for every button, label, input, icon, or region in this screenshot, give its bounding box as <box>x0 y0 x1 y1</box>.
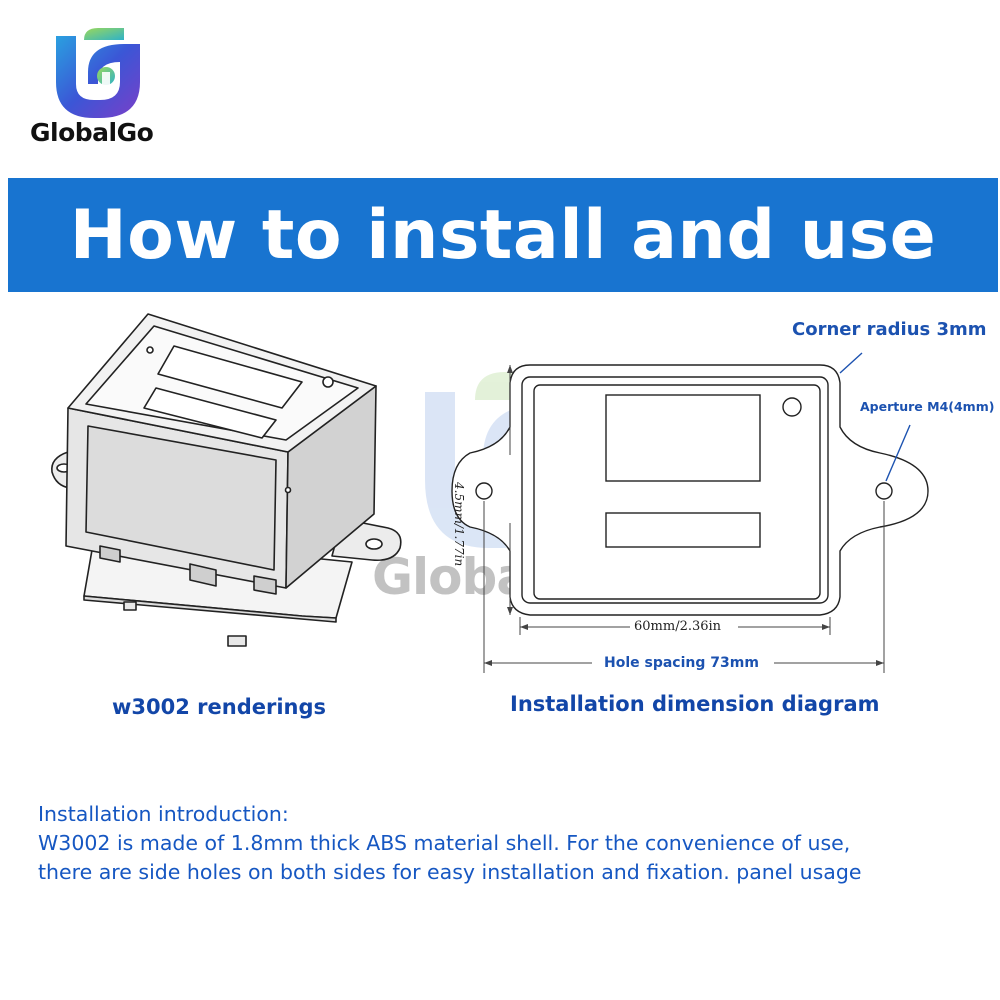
height-dimension-label: 4.5mm/1.77in <box>452 482 466 567</box>
left-caption: w3002 renderings <box>112 695 327 719</box>
intro-line-2: there are side holes on both sides for e… <box>38 860 862 884</box>
intro-heading: Installation introduction: <box>38 802 289 826</box>
installation-dimension-diagram <box>451 352 929 673</box>
corner-radius-label: Corner radius 3mm <box>792 319 987 340</box>
title-banner: How to install and use <box>8 178 998 292</box>
intro-line-1: W3002 is made of 1.8mm thick ABS materia… <box>38 831 851 855</box>
aperture-label: Aperture M4(4mm) <box>860 399 995 414</box>
width-dimension-label: 60mm/2.36in <box>634 619 722 634</box>
brand-name: GlobalGo <box>30 118 154 147</box>
w3002-rendering <box>51 313 402 647</box>
installation-intro: Installation introduction: W3002 is made… <box>38 800 968 887</box>
hole-spacing-label: Hole spacing 73mm <box>604 655 759 671</box>
globalgo-logo-icon <box>56 28 140 118</box>
page-title: How to install and use <box>69 195 937 275</box>
right-caption: Installation dimension diagram <box>510 692 880 716</box>
